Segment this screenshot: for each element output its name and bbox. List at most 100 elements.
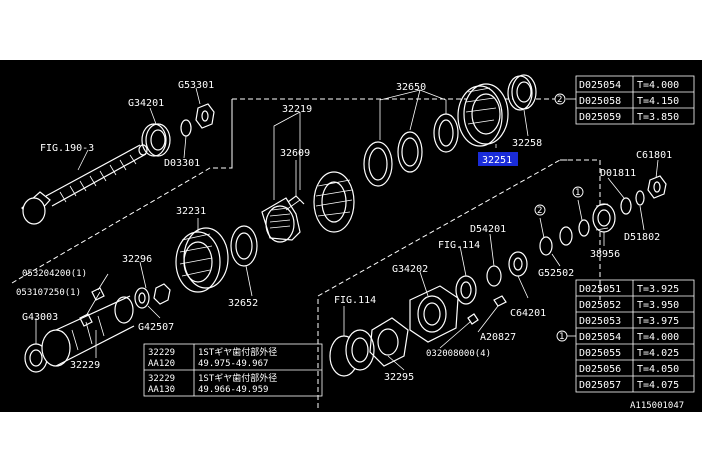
gear-variant-cell: AA130 — [148, 385, 175, 395]
leader-lines — [35, 87, 659, 371]
part-number-cell: D025051 — [579, 284, 621, 295]
label-a20827[interactable]: A20827 — [480, 332, 516, 343]
synchro-sleeve-drawing — [313, 171, 355, 233]
right-assembly-outline — [560, 159, 601, 300]
label-32219[interactable]: 32219 — [282, 104, 312, 115]
label-d54201[interactable]: D54201 — [470, 224, 506, 235]
label-32609[interactable]: 32609 — [280, 148, 310, 159]
gear-spec-row[interactable]: 32229 AA130 1STギヤ歯付部外径 49.966-49.959 — [148, 372, 277, 395]
callout-2-top: 2 — [554, 93, 566, 105]
shim-table-bottom-row[interactable]: D025054 T=4.000 — [579, 332, 679, 343]
shim-table-bottom-row[interactable]: D025053 T=3.975 — [579, 316, 679, 327]
shim-table-top-row[interactable]: D025054 T=4.000 — [579, 80, 679, 91]
label-g42507[interactable]: G42507 — [138, 322, 174, 333]
shim-table-bottom-row[interactable]: D025052 T=3.950 — [579, 300, 679, 311]
c61801-nut-drawing — [647, 175, 667, 199]
part-number-cell: D025055 — [579, 348, 621, 359]
callout-1-upper: 1 — [572, 186, 584, 198]
part-number-cell: D025053 — [579, 316, 621, 327]
g52502-washer-drawing — [539, 226, 573, 256]
part-number-cell: D025056 — [579, 364, 621, 375]
label-c64201[interactable]: C64201 — [510, 308, 546, 319]
p32652-ring-drawing — [230, 225, 258, 267]
label-32231[interactable]: 32231 — [176, 206, 206, 217]
drawing-code: A115001047 — [630, 401, 684, 411]
label-032008000[interactable]: 032008000(4) — [426, 349, 491, 359]
label-d51802[interactable]: D51802 — [624, 232, 660, 243]
label-053107250[interactable]: 053107250(1) — [16, 288, 81, 298]
shim-table-bottom: D025051 T=3.925 D025052 T=3.950 D025053 … — [575, 279, 695, 393]
thickness-cell: T=3.925 — [637, 284, 679, 295]
label-fig114-b[interactable]: FIG.114 — [438, 240, 480, 251]
upper-assembly-outline — [11, 98, 558, 284]
c64201-bearing-drawing — [508, 251, 528, 277]
label-d03301[interactable]: D03301 — [164, 158, 200, 169]
g34202-housing-drawing — [409, 285, 459, 343]
label-32258[interactable]: 32258 — [512, 138, 542, 149]
shim-table-bottom-row[interactable]: D025051 T=3.925 — [579, 284, 679, 295]
gear-desc-cell: 1STギヤ歯付部外径 — [198, 372, 277, 384]
p32229-shaft-drawing — [24, 295, 135, 373]
thickness-cell: T=4.150 — [637, 96, 679, 107]
label-32296[interactable]: 32296 — [122, 254, 152, 265]
shim-table-bottom-row[interactable]: D025055 T=4.025 — [579, 348, 679, 359]
thickness-cell: T=4.050 — [637, 364, 679, 375]
part-number-cell: D025052 — [579, 300, 621, 311]
p32296-nut-drawing — [153, 283, 171, 305]
part-number-cell: D025054 — [579, 80, 621, 91]
output-shaft-drawing — [21, 144, 148, 225]
callout-1-upper-text: 1 — [575, 188, 580, 198]
part-number-cell: D025054 — [579, 332, 621, 343]
p32650-ring-set-drawing — [363, 113, 459, 187]
a20827-bolt-drawing — [467, 295, 507, 325]
label-c61801[interactable]: C61801 — [636, 150, 672, 161]
thickness-cell: T=3.950 — [637, 300, 679, 311]
shim-table-top-row[interactable]: D025059 T=3.850 — [579, 112, 679, 123]
label-fig114-a[interactable]: FIG.114 — [334, 295, 376, 306]
label-g52502[interactable]: G52502 — [538, 268, 574, 279]
gear-desc-cell: 1STギヤ歯付部外径 — [198, 346, 277, 358]
gear-spec-row[interactable]: 32229 AA120 1STギヤ歯付部外径 49.975-49.967 — [148, 346, 277, 369]
gear-part-cell: 32229 — [148, 374, 175, 384]
label-32229[interactable]: 32229 — [70, 360, 100, 371]
label-38956[interactable]: 38956 — [590, 249, 620, 260]
key-pins-drawing — [79, 287, 105, 327]
d51802-washer-drawing — [635, 190, 645, 206]
thickness-cell: T=4.075 — [637, 380, 679, 391]
shim-table-bottom-row[interactable]: D025056 T=4.050 — [579, 364, 679, 375]
thickness-cell: T=4.000 — [637, 332, 679, 343]
label-32251[interactable]: 32251 — [482, 155, 512, 166]
label-32295[interactable]: 32295 — [384, 372, 414, 383]
gear-value-cell: 49.975-49.967 — [198, 359, 268, 369]
part-number-cell: D025059 — [579, 112, 621, 123]
label-g34201[interactable]: G34201 — [128, 98, 164, 109]
fig114-bearing-drawing — [329, 329, 375, 377]
label-g34202[interactable]: G34202 — [392, 264, 428, 275]
p32219-synchro-hub-drawing — [261, 197, 301, 243]
part-number-cell: D025057 — [579, 380, 621, 391]
p32258-gear-drawing — [507, 74, 537, 111]
label-32650[interactable]: 32650 — [396, 82, 426, 93]
gear-value-cell: 49.966-49.959 — [198, 385, 268, 395]
label-d01811[interactable]: D01811 — [600, 168, 636, 179]
g53301-nut-drawing — [195, 103, 215, 129]
label-fig190[interactable]: FIG.190-3 — [40, 143, 94, 154]
callout-1-lower-text: 1 — [559, 332, 564, 342]
shim-table-top-row[interactable]: D025058 T=4.150 — [579, 96, 679, 107]
thickness-cell: T=4.025 — [637, 348, 679, 359]
p32295-plate-drawing — [369, 317, 409, 367]
gear-part-cell: 32229 — [148, 348, 175, 358]
label-32652[interactable]: 32652 — [228, 298, 258, 309]
part-number-cell: D025058 — [579, 96, 621, 107]
label-g43003[interactable]: G43003 — [22, 312, 58, 323]
highlight-32251 — [478, 152, 518, 166]
label-053204200[interactable]: 053204200(1) — [22, 269, 87, 279]
thickness-cell: T=3.975 — [637, 316, 679, 327]
thickness-cell: T=3.850 — [637, 112, 679, 123]
thickness-cell: T=4.000 — [637, 80, 679, 91]
label-g53301[interactable]: G53301 — [178, 80, 214, 91]
gear-spec-table: 32229 AA120 1STギヤ歯付部外径 49.975-49.967 322… — [143, 343, 323, 397]
callout-1-lower: 1 — [556, 330, 568, 342]
shim-table-bottom-row[interactable]: D025057 T=4.075 — [579, 380, 679, 391]
